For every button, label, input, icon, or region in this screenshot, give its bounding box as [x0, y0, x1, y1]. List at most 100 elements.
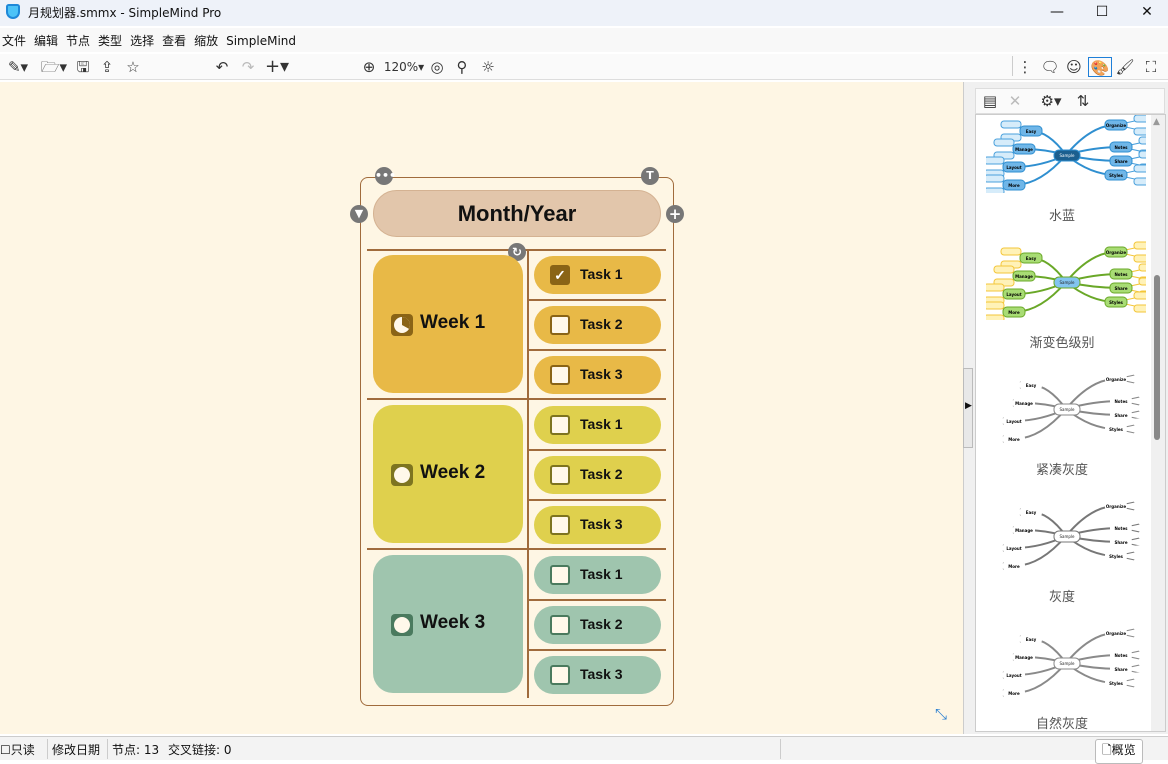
task-node[interactable]: Task 1	[534, 556, 661, 594]
add-node-icon[interactable]: +▾	[264, 56, 290, 77]
menu-view[interactable]: 查看	[162, 34, 187, 48]
new-icon[interactable]: ✎▾	[7, 58, 29, 76]
status-bar: ☐只读 修改日期 节点: 13 交叉链接: 0 🗋概览	[0, 736, 1168, 764]
task-checkbox[interactable]	[550, 515, 570, 535]
brush-icon[interactable]: 🖌	[1115, 58, 1135, 76]
branch-label: Manage	[1015, 528, 1033, 533]
branch-label: More	[1008, 691, 1020, 696]
task-checkbox[interactable]	[550, 365, 570, 385]
week-node[interactable]: Week 1	[373, 255, 523, 393]
branch-label: More	[1008, 183, 1020, 188]
task-checkbox[interactable]	[550, 565, 570, 585]
open-folder-icon[interactable]: 🗁▾	[40, 58, 68, 76]
branch-label: Share	[1114, 286, 1127, 291]
app-icon	[6, 4, 20, 19]
palette-icon[interactable]: 🎨	[1088, 57, 1112, 77]
title-bar: 月规划器.smmx - SimpleMind Pro — ☐ ✕	[0, 0, 1168, 26]
target-icon[interactable]: ◎	[430, 58, 444, 76]
star-icon[interactable]: ☆	[126, 58, 140, 76]
presentation-icon[interactable]: ⛶	[1145, 58, 1157, 76]
undo-icon[interactable]: ↶	[215, 58, 229, 76]
branch-label: Layout	[1006, 673, 1021, 678]
add-child-handle-icon[interactable]: +	[666, 205, 684, 223]
style-name[interactable]: 渐变色级别	[1029, 336, 1095, 351]
panel-splitter[interactable]: ▶	[963, 368, 973, 448]
branch-label: Manage	[1015, 401, 1033, 406]
menu-simplemind[interactable]: SimpleMind	[226, 34, 296, 48]
task-label: Task 2	[580, 466, 623, 482]
search-icon[interactable]: ⚲	[456, 58, 468, 76]
branch-label: Easy	[1026, 510, 1037, 515]
fit-expand-icon[interactable]: ⤡	[935, 705, 948, 723]
scrollbar-thumb[interactable]	[1154, 275, 1160, 440]
note-icon[interactable]: 🗨	[1040, 58, 1060, 76]
close-button[interactable]: ✕	[1141, 4, 1153, 20]
task-label: Task 3	[580, 516, 623, 532]
lightbulb-icon[interactable]: ☼	[481, 58, 495, 76]
menu-zoom[interactable]: 缩放	[194, 34, 219, 48]
branch-label: Organize	[1106, 377, 1126, 382]
edit-style-icon[interactable]: ▤	[982, 92, 998, 110]
maximize-button[interactable]: ☐	[1095, 4, 1109, 20]
task-node[interactable]: Task 3	[534, 656, 661, 694]
outline-icon[interactable]: ⋮	[1017, 58, 1033, 76]
zoom-level: 120%	[383, 60, 419, 74]
menu-select[interactable]: 选择	[130, 34, 155, 48]
more-handle-icon[interactable]: •••	[375, 167, 396, 185]
task-checkbox[interactable]: ✓	[550, 265, 570, 285]
task-node[interactable]: Task 2	[534, 606, 661, 644]
task-label: Task 1	[580, 566, 623, 582]
zoom-in-icon[interactable]: ⊕	[362, 58, 376, 76]
style-name[interactable]: 灰度	[1048, 590, 1075, 605]
settings-gear-icon[interactable]: ⚙▾	[1040, 92, 1062, 110]
task-checkbox[interactable]	[550, 315, 570, 335]
progress-icon	[391, 314, 413, 336]
style-name[interactable]: 自然灰度	[1035, 717, 1088, 732]
month-year-node[interactable]: Month/Year	[373, 190, 661, 237]
task-checkbox[interactable]	[550, 665, 570, 685]
task-node[interactable]: Task 2	[534, 306, 661, 344]
task-checkbox[interactable]	[550, 615, 570, 635]
task-node[interactable]: ✓ Task 1	[534, 256, 661, 294]
branch-label: Organize	[1106, 631, 1126, 636]
week-node[interactable]: Week 3	[373, 555, 523, 693]
text-handle-icon[interactable]: T	[641, 167, 659, 185]
redo-icon[interactable]: ↷	[241, 58, 255, 76]
center-label: Sample	[1060, 407, 1076, 412]
task-node[interactable]: Task 1	[534, 406, 661, 444]
collapse-handle-icon[interactable]: ▼	[350, 205, 368, 223]
task-node[interactable]: Task 2	[534, 456, 661, 494]
center-label: Sample	[1060, 534, 1076, 539]
readonly-checkbox[interactable]: ☐只读	[0, 743, 35, 757]
style-name[interactable]: 水蓝	[1048, 209, 1075, 224]
planner-frame[interactable]	[360, 177, 674, 706]
branch-label: Manage	[1015, 655, 1033, 660]
delete-icon[interactable]: ✕	[1008, 92, 1022, 110]
save-icon[interactable]: 🖫	[76, 58, 90, 76]
menu-node[interactable]: 节点	[66, 34, 91, 48]
task-node[interactable]: Task 3	[534, 356, 661, 394]
branch-label: Share	[1114, 159, 1127, 164]
task-checkbox[interactable]	[550, 415, 570, 435]
branch-label: Notes	[1114, 653, 1128, 658]
overview-button[interactable]: 🗋概览	[1095, 739, 1143, 764]
task-node[interactable]: Task 3	[534, 506, 661, 544]
menu-file[interactable]: 文件	[2, 34, 27, 48]
branch-label: Easy	[1026, 383, 1037, 388]
style-name[interactable]: 紧凑灰度	[1035, 463, 1088, 478]
sort-icon[interactable]: ⇅	[1076, 92, 1090, 110]
menu-edit[interactable]: 编辑	[34, 34, 59, 48]
minimize-button[interactable]: —	[1050, 4, 1064, 20]
zoom-level-dropdown[interactable]: 120%▾	[383, 60, 425, 74]
menu-type[interactable]: 类型	[98, 34, 123, 48]
divider	[528, 299, 666, 301]
share-icon[interactable]: ⇪	[100, 58, 114, 76]
week-node[interactable]: Week 2	[373, 405, 523, 543]
task-checkbox[interactable]	[550, 465, 570, 485]
emoji-icon[interactable]: ☺	[1066, 58, 1082, 76]
